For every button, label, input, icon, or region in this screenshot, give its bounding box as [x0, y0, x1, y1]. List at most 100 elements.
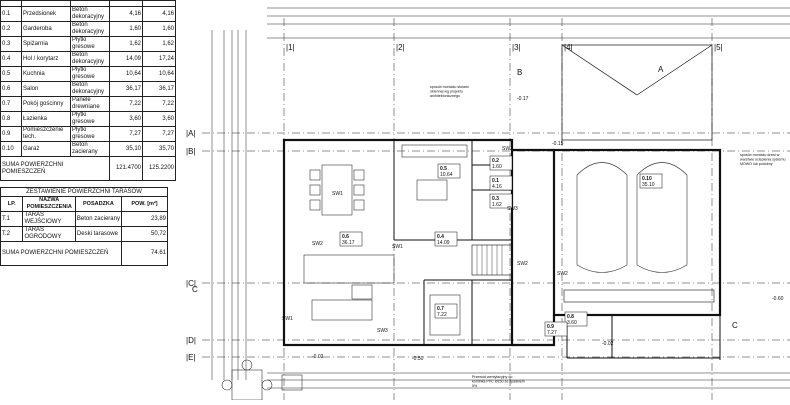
wall-type-tag: SW2 [557, 271, 568, 277]
terrace-area: 50,72 [120, 226, 169, 242]
room-name: Pokój gościnny [21, 96, 71, 112]
room-area2: 7,27 [142, 126, 176, 142]
room-tag-area: 1.62 [492, 202, 502, 208]
terrace-sum-value: 74.61 [120, 241, 169, 266]
room-area: 3,60 [109, 111, 143, 127]
terrace-floor: Deski tarasowe [74, 226, 122, 242]
room-tag-area: 3.60 [567, 320, 577, 326]
room-no: 0.2 [0, 21, 22, 37]
level-mark: -0.60 [772, 296, 784, 302]
room-tag-box [489, 155, 513, 171]
room-area: 1,62 [109, 36, 143, 52]
axis-label-horizontal: |E| [186, 353, 196, 362]
room-name: Salon [21, 81, 71, 97]
room-finish: Płytki gresowe [70, 36, 110, 52]
wall-type-tag: SW1 [282, 316, 293, 322]
level-mark: -0.02 [312, 354, 324, 360]
room-tag-box [564, 311, 588, 327]
room-no: 0.6 [0, 81, 22, 97]
room-no: 0.10 [0, 141, 22, 157]
room-tag-id: 0.1 [492, 178, 499, 184]
room-tag-area: 36.17 [342, 240, 355, 246]
room-no: 0.3 [0, 36, 22, 52]
room-no: 0.7 [0, 96, 22, 112]
room-name: Łazienka [21, 111, 71, 127]
room-area2: 36,17 [142, 81, 176, 97]
wall-type-tag: SW2 [312, 241, 323, 247]
room-area: 10,64 [109, 66, 143, 82]
room-finish: Płytki gresowe [70, 126, 110, 142]
room-tag-box [489, 175, 513, 191]
room-name: Garderoba [21, 21, 71, 37]
room-tag-id: 0.5 [440, 166, 447, 172]
room-finish: Płytki gresowe [70, 66, 110, 82]
room-tag-area: 7.22 [437, 312, 447, 318]
room-tag-id: 0.2 [492, 158, 499, 164]
room-area: 4,16 [109, 6, 143, 22]
terrace-name: TARAS OGRODOWY [22, 226, 76, 242]
room-area: 35,10 [109, 141, 143, 157]
room-no: 0.5 [0, 66, 22, 82]
room-tag-id: 0.9 [547, 324, 554, 330]
room-tag-box [434, 231, 458, 247]
axis-label-horizontal: |D| [186, 336, 196, 345]
terrace-no: T.2 [0, 226, 24, 242]
terrace-sum-label: SUMA POWIERZCHNI POMIESZCZEŃ [0, 241, 122, 266]
room-tag-id: 0.6 [342, 234, 349, 240]
wall-type-tag: SW1 [332, 191, 343, 197]
col-floor: POSADZKA [74, 196, 122, 212]
axis-label-horizontal: |A| [186, 129, 196, 138]
room-area2: 10,64 [142, 66, 176, 82]
room-tags: 0.510.640.21.600.14.160.31.620.636.170.4… [282, 96, 784, 362]
room-tag-box [339, 231, 363, 247]
room-no: 0.4 [0, 51, 22, 67]
room-name: Garaż [21, 141, 71, 157]
section-label: A [658, 65, 664, 74]
room-tag-area: 10.64 [440, 172, 453, 178]
room-tag-id: 0.10 [642, 176, 652, 182]
room-finish: Płytki gresowe [70, 111, 110, 127]
room-tag-area: 14.09 [437, 240, 450, 246]
room-area2: 7,22 [142, 96, 176, 112]
room-tag-box [434, 303, 458, 319]
room-tag-area: 1.60 [492, 164, 502, 170]
room-area: 7,27 [109, 126, 143, 142]
level-mark: -0.15 [552, 141, 564, 147]
room-area2: 35,70 [142, 141, 176, 157]
room-finish: Beton dekoracyjny [70, 81, 110, 97]
wall-type-tag: SW3 [377, 328, 388, 334]
room-no: 0.8 [0, 111, 22, 127]
terrace-area: 23,89 [120, 211, 169, 227]
terrace-name: TARAS WEJŚCIOWY [22, 211, 76, 227]
room-no: 0.1 [0, 6, 22, 22]
room-area2: 3,60 [142, 111, 176, 127]
col-area: POW. [m²] [120, 196, 169, 212]
terrace-floor: Beton zacierany [74, 211, 122, 227]
room-tag-id: 0.7 [437, 306, 444, 312]
wall-type-tag: SW3 [507, 206, 518, 212]
room-finish: Beton dekoracyjny [70, 21, 110, 37]
room-name: Pomieszczenie tech. [21, 126, 71, 142]
axis-label-vertical: |3| [512, 43, 521, 52]
axis-label-horizontal: |B| [186, 147, 196, 156]
sum-value-2: 125.2200 [142, 156, 176, 181]
terrace-schedule-table: LP. NAZWA POMIESZCZENIA POSADZKA POW. [m… [0, 196, 169, 266]
